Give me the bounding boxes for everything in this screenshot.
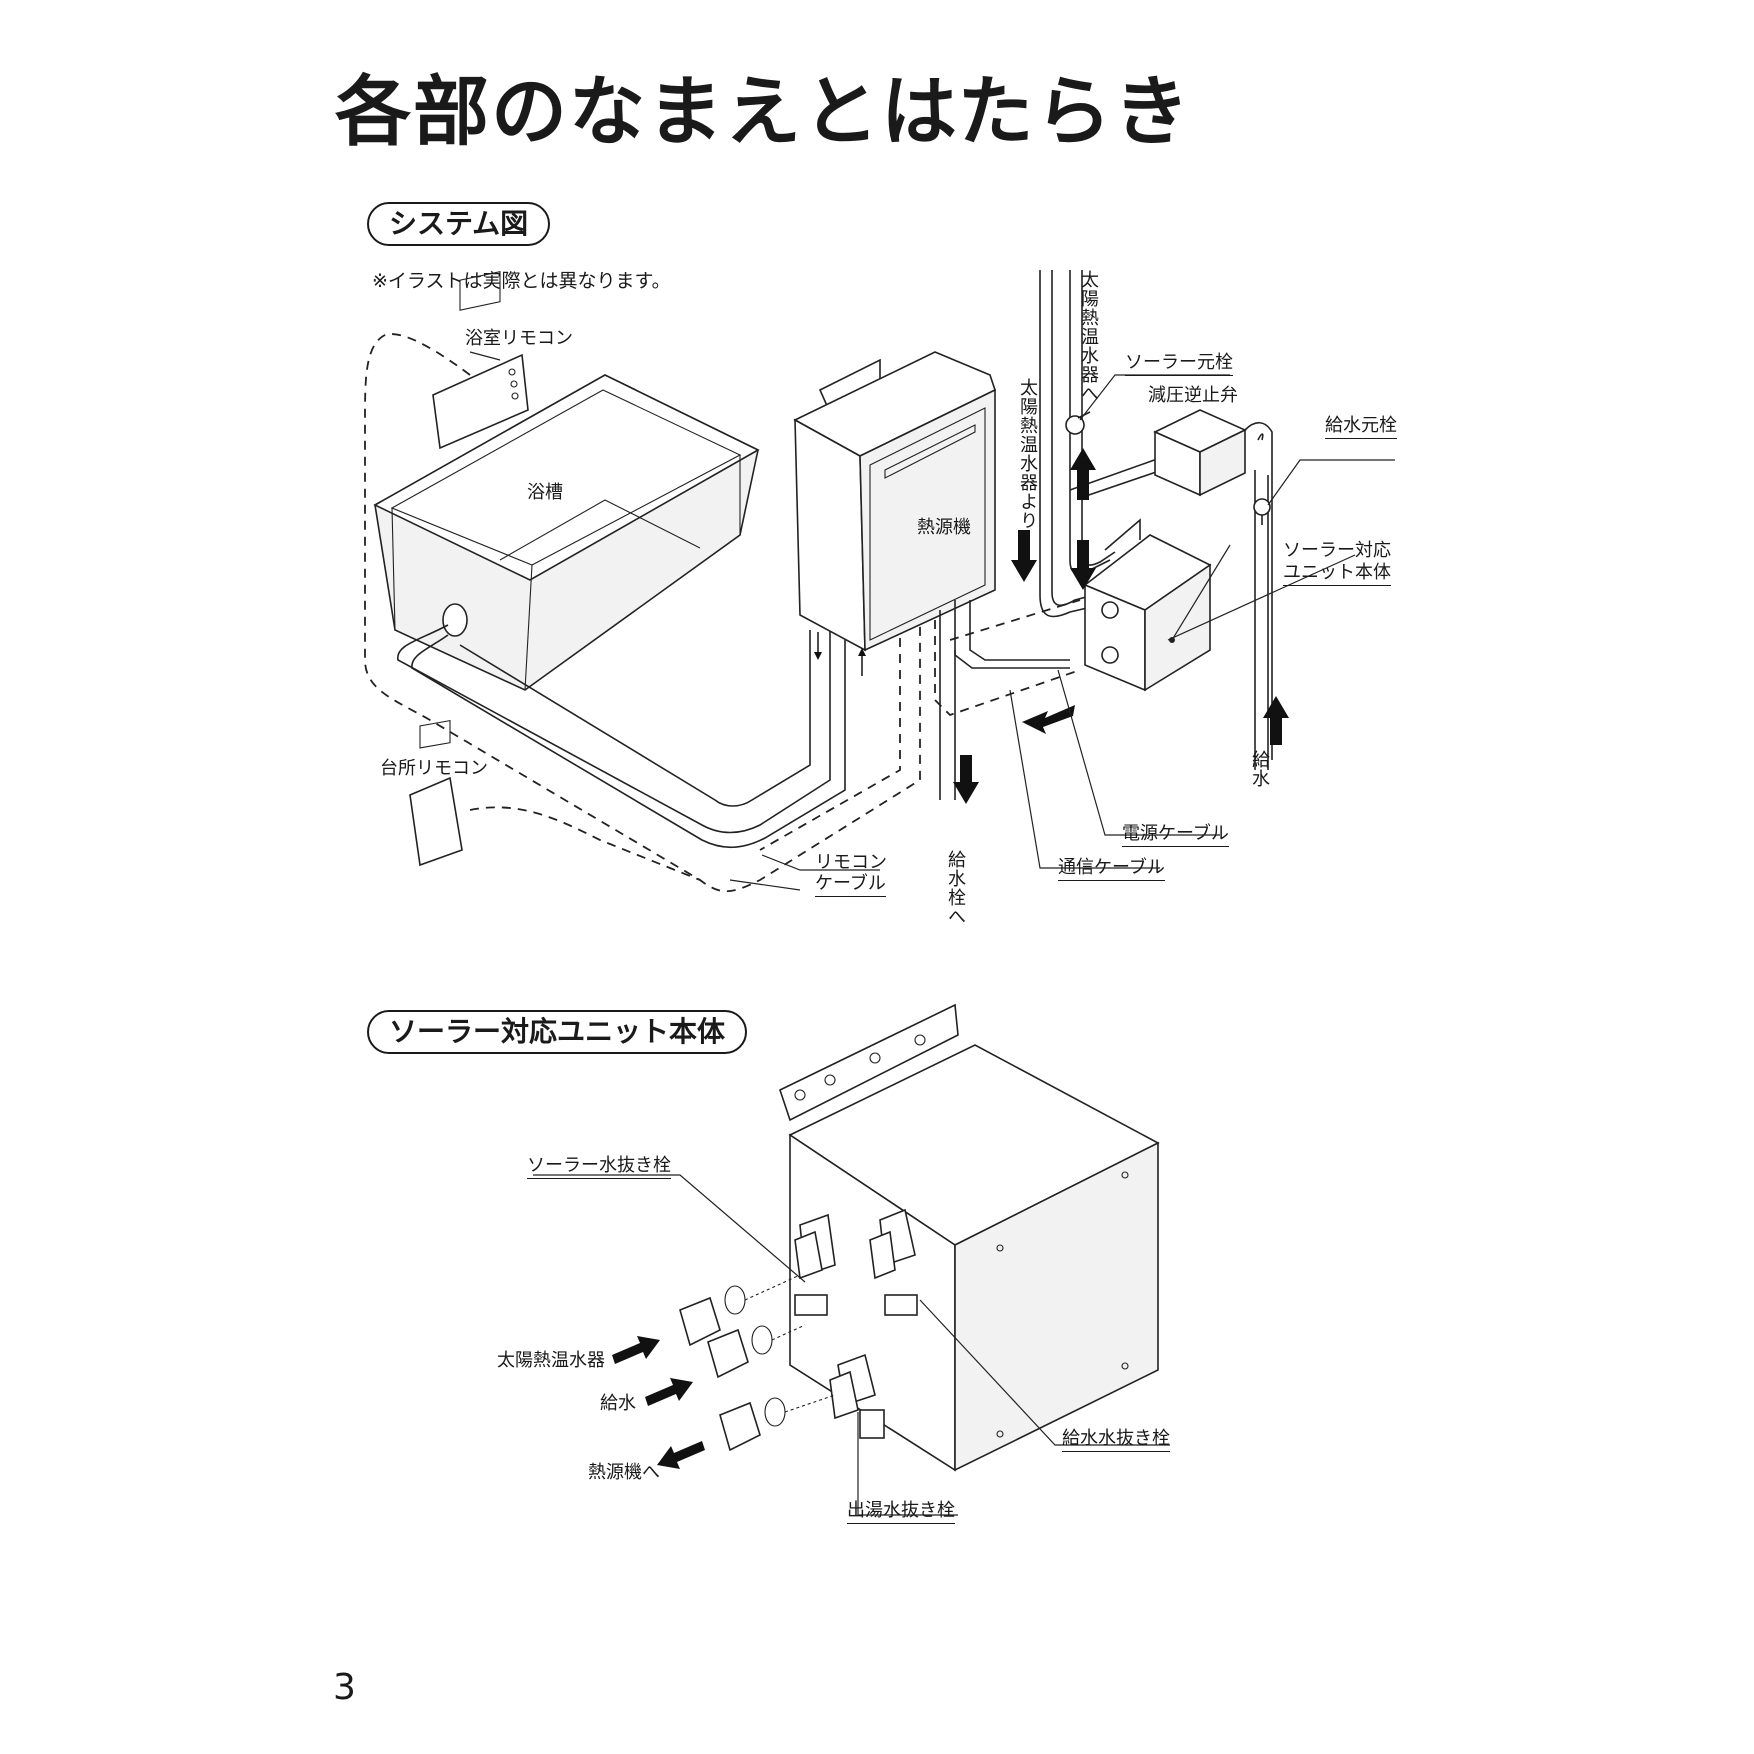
label-from-solar-heater: 太陽熱温水器より (1017, 378, 1038, 530)
leader-lines-top (469, 351, 1395, 891)
label-water-supply-top: 給水 (1249, 750, 1270, 788)
flow-arrows (953, 448, 1289, 804)
label-solar-heater: 太陽熱温水器 (497, 1350, 605, 1371)
label-solar-unit-line1: ソーラー対応 (1283, 540, 1391, 561)
page-title: 各部のなまえとはたらき (335, 67, 1192, 156)
unit-section-heading: ソーラー対応ユニット本体 (367, 1010, 748, 1054)
label-solar-unit-line2: ユニット本体 (1283, 562, 1391, 586)
solar-unit-detail-drawing (612, 1003, 1160, 1472)
label-power-cable: 電源ケーブル (1122, 823, 1229, 847)
remote-cable-dashed (364, 333, 1081, 893)
label-kitchen-remote: 台所リモコン (380, 758, 488, 779)
label-water-main-valve: 給水元栓 (1325, 415, 1397, 439)
illustration-note: ※イラストは実際とは異なります。 (372, 270, 671, 292)
solar-unit-drawing (1083, 518, 1212, 692)
bath-pipes (397, 615, 846, 849)
system-section-heading: システム図 (367, 202, 551, 246)
label-to-water-tap: 給水栓へ (945, 850, 966, 926)
leader-lines-bottom (533, 1174, 1170, 1516)
label-remote-cable-line2: ケーブル (815, 873, 886, 897)
heat-source-drawing (793, 351, 1070, 800)
label-water-drain-plug: 給水水抜き栓 (1062, 1428, 1170, 1452)
label-bathtub: 浴槽 (527, 482, 563, 503)
label-to-heat-source: 熱源機へ (588, 1462, 660, 1483)
label-heat-source: 熱源機 (917, 517, 971, 538)
label-solar-drain-plug: ソーラー水抜き栓 (527, 1155, 671, 1179)
label-comm-cable: 通信ケーブル (1058, 857, 1165, 881)
pressure-check-valve-drawing (1153, 409, 1273, 760)
label-to-solar-heater: 太陽熱温水器へ (1078, 270, 1099, 403)
label-outlet-drain-plug: 出湯水抜き栓 (847, 1500, 955, 1524)
label-water-supply-bottom: 給水 (600, 1393, 636, 1414)
label-bath-remote: 浴室リモコン (465, 328, 573, 349)
label-pressure-check-valve: 減圧逆止弁 (1148, 385, 1238, 406)
label-solar-main-valve: ソーラー元栓 (1125, 352, 1233, 376)
page-number: 3 (333, 1667, 356, 1708)
bathtub-drawing (373, 374, 760, 691)
water-main-valve-drawing (1253, 470, 1271, 770)
label-remote-cable-line1: リモコン (815, 852, 887, 873)
bath-remote-device (432, 271, 529, 450)
kitchen-remote-device (409, 720, 463, 867)
